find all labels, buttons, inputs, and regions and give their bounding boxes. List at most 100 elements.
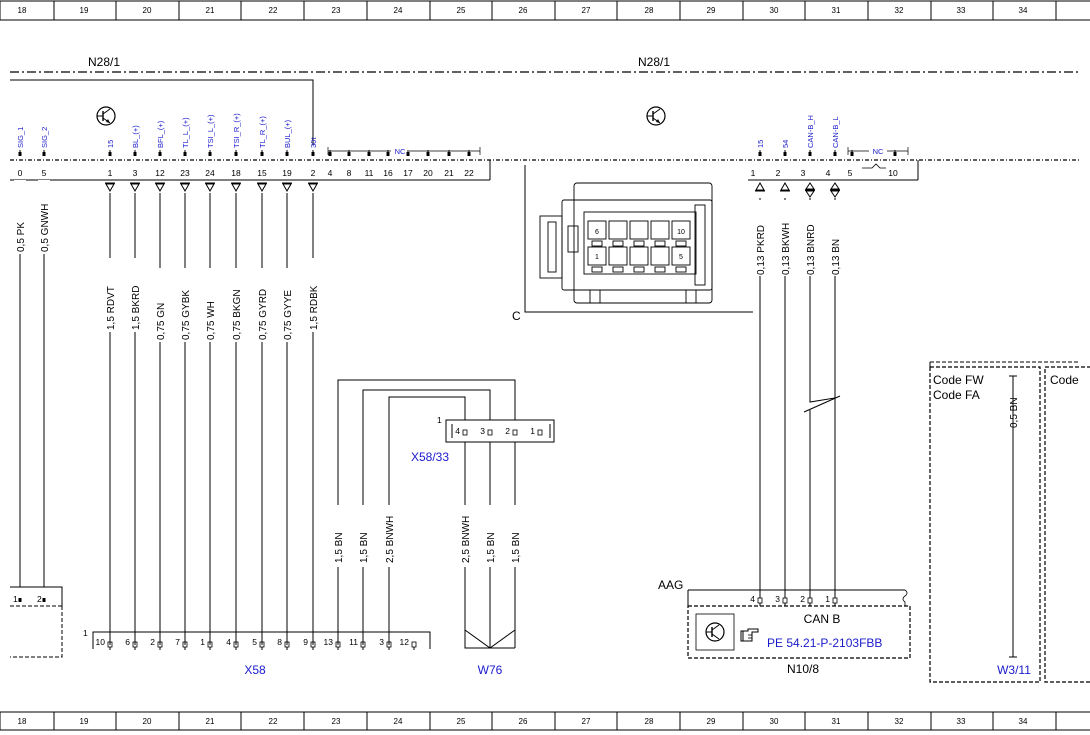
pin-number: 11 [349, 637, 358, 647]
ruler-column-label: 30 [770, 6, 779, 15]
pin-number: 2 [505, 426, 510, 436]
pin-number: 24 [205, 168, 215, 178]
ruler-column-label: 20 [143, 6, 152, 15]
wire-label: 1,5 BN [359, 532, 370, 563]
ruler-column-label: 25 [457, 717, 466, 726]
can-b-label: CAN B [804, 612, 841, 626]
pin-number: 23 [180, 168, 190, 178]
wire-label: 0,5 PK [16, 222, 27, 252]
w76-label: W76 [478, 663, 503, 677]
ruler-column-label: 26 [519, 6, 528, 15]
ruler-column-label: 31 [832, 717, 841, 726]
left-connector-pin: 3BL_(+)1,5 BKRD [129, 125, 142, 645]
pe-reference-link[interactable]: PE 54.21-P-2103FBB [767, 636, 882, 650]
pin-number: 4 [226, 637, 231, 647]
ruler-column-label: 28 [645, 717, 654, 726]
wire-label: 1,5 BN [334, 532, 345, 563]
svg-text:1: 1 [437, 415, 442, 425]
housing-latch [633, 266, 645, 273]
ruler-column-label: 22 [269, 6, 278, 15]
pin-number: 5 [42, 168, 47, 178]
housing-cell-number: 6 [595, 229, 599, 236]
pin-number: 4 [455, 426, 460, 436]
module-label-right: N28/1 [638, 55, 670, 69]
pin-number: 1 [200, 637, 205, 647]
housing-cell [629, 246, 649, 266]
pin-number: 9 [303, 637, 308, 647]
pin-number: 10 [888, 168, 898, 178]
transistor-icon [646, 106, 666, 126]
pin-number: 3 [379, 637, 384, 647]
pin-number: 10 [96, 637, 106, 647]
ruler-column-label: 22 [269, 717, 278, 726]
ruler-column-label: 19 [80, 717, 89, 726]
can-twist-mark [803, 300, 841, 598]
ruler-column-label: 18 [18, 717, 27, 726]
code-partial-label: Code [1050, 373, 1079, 387]
pin-number: 3 [133, 168, 138, 178]
ruler-column-label: 33 [957, 717, 966, 726]
w3-11-label: W3/11 [997, 663, 1031, 677]
pin-number: 21 [444, 168, 454, 178]
pin-number: 4 [826, 168, 831, 178]
nc-bracket-right: NC [847, 146, 909, 156]
pin-number: 20 [423, 168, 433, 178]
signal-name: SIG_1 [16, 127, 25, 148]
housing-cell-number: 10 [677, 229, 685, 236]
pin-number: 1 [530, 426, 535, 436]
pin-number: 2 [800, 594, 805, 604]
housing-cell [587, 220, 607, 240]
aag-label: AAG [658, 578, 683, 592]
ruler-column-label: 23 [332, 6, 341, 15]
signal-name: 54 [781, 140, 790, 148]
ruler-column-label: 19 [80, 6, 89, 15]
code-fw-fa-box: Code FW Code FA 0,5 BN W3/11 [929, 361, 1080, 683]
ruler-column-label: 32 [895, 6, 904, 15]
pin-number: 4 [328, 168, 333, 178]
pin-number: 1 [825, 594, 830, 604]
wire-label: 0,13 PKRD [756, 225, 767, 275]
housing-latch [675, 240, 687, 247]
wire-label: 0,5 GNWH [40, 204, 51, 252]
signal-name: TL_R_(+) [258, 116, 267, 148]
wire-label: 1,5 BN [511, 532, 522, 563]
signal-name: BUL_(+) [283, 119, 292, 148]
connector-c-label: C [512, 309, 521, 323]
ruler-column-label: 34 [1019, 6, 1028, 15]
wire-label: 1,5 RDBK [309, 285, 320, 330]
signal-name: 15 [106, 140, 115, 148]
pin-number: 17 [403, 168, 413, 178]
signal-name: TSI_L_(+) [206, 114, 215, 148]
pin-number: 2 [150, 637, 155, 647]
ruler-column-label: 28 [645, 6, 654, 15]
w3-11-wire-label: 0,5 BN [1009, 397, 1020, 428]
ruler-column-label: 24 [394, 717, 403, 726]
ruler-column-label: 27 [582, 717, 591, 726]
housing-latch [612, 240, 624, 247]
code-partial-box: Code [1044, 366, 1090, 683]
housing-cell [608, 246, 628, 266]
housing-cell-number: 5 [679, 254, 683, 261]
pointing-hand-icon[interactable] [740, 628, 759, 642]
housing-cell-number: 1 [595, 254, 599, 261]
housing-cell [608, 220, 628, 240]
ruler-column-label: 18 [18, 6, 27, 15]
ruler-column-label: 21 [206, 717, 215, 726]
signal-name: BFL_(+) [156, 120, 165, 148]
housing-latch [654, 240, 666, 247]
ruler-column-label: 26 [519, 717, 528, 726]
pin-number: 3 [480, 426, 485, 436]
